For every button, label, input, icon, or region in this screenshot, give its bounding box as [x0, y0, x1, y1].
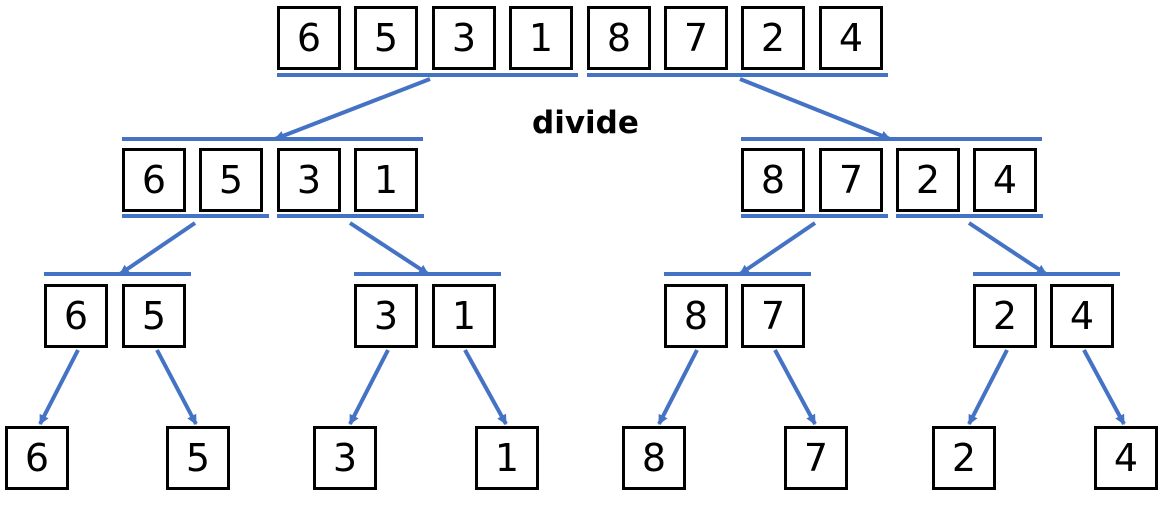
array-cell: 7 [741, 284, 805, 348]
array-cell: 1 [475, 426, 539, 490]
divide-arrow [348, 349, 390, 425]
array-cell: 8 [587, 6, 651, 70]
array-cell: 4 [819, 6, 883, 70]
array-cell: 8 [622, 426, 686, 490]
divide-arrow [967, 349, 1009, 425]
array-cell: 5 [122, 284, 186, 348]
divide-arrow [38, 349, 80, 425]
array-cell: 2 [932, 426, 996, 490]
array-cell: 6 [44, 284, 108, 348]
array-cell: 3 [432, 6, 496, 70]
array-cell: 8 [741, 148, 805, 212]
divide-label: divide [532, 105, 639, 141]
array-cell: 2 [973, 284, 1037, 348]
array-cell: 6 [122, 148, 186, 212]
divide-arrow [738, 221, 817, 276]
array-cell: 7 [784, 426, 848, 490]
array-cell: 3 [313, 426, 377, 490]
array-cell: 2 [741, 6, 805, 70]
divide-arrow [657, 349, 699, 425]
array-cell: 7 [819, 148, 883, 212]
array-cell: 6 [5, 426, 69, 490]
array-cell: 6 [277, 6, 341, 70]
array-cell: 5 [199, 148, 263, 212]
array-cell: 4 [1050, 284, 1114, 348]
array-cell: 7 [664, 6, 728, 70]
divide-arrow [118, 221, 197, 276]
array-cell: 1 [354, 148, 418, 212]
divide-arrow [967, 221, 1048, 276]
array-cell: 5 [354, 6, 418, 70]
divide-arrow [773, 349, 817, 425]
array-cell: 1 [509, 6, 573, 70]
array-cell: 2 [896, 148, 960, 212]
array-cell: 4 [1094, 426, 1158, 490]
array-cell: 3 [354, 284, 418, 348]
divide-arrow [274, 77, 431, 141]
divide-arrow [739, 77, 891, 141]
divide-arrow [1082, 349, 1126, 425]
array-cell: 4 [973, 148, 1037, 212]
array-cell: 1 [432, 284, 496, 348]
array-cell: 3 [277, 148, 341, 212]
divide-arrow [463, 349, 508, 425]
divide-arrow [348, 221, 430, 276]
divide-arrow [155, 349, 198, 425]
array-cell: 5 [166, 426, 230, 490]
array-cell: 8 [664, 284, 728, 348]
